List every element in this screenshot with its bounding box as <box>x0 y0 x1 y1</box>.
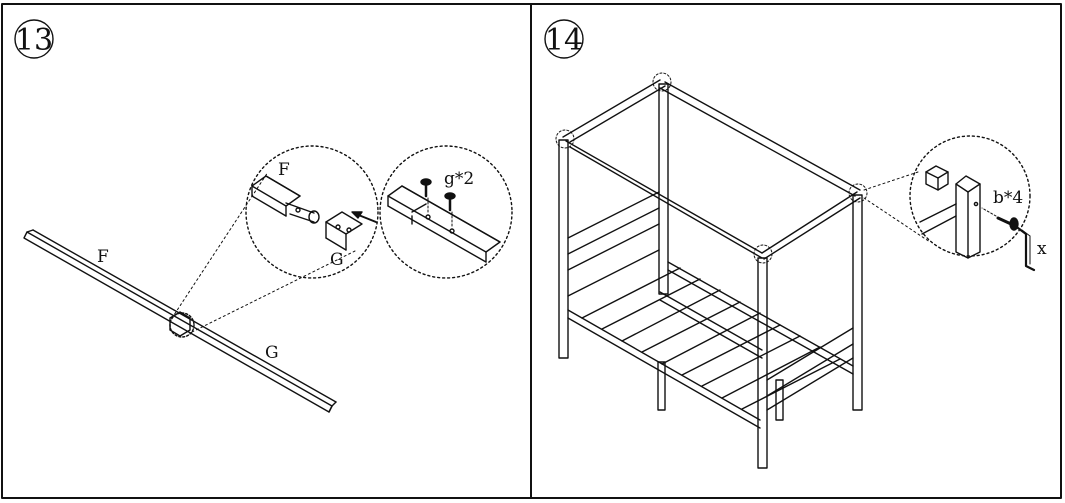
rail-joint <box>169 311 191 337</box>
screw-callout-b4: b*4 <box>993 188 1023 208</box>
joint-callout-circle <box>169 312 195 338</box>
detail1-label-g: G <box>330 250 344 270</box>
step-13-number: 13 <box>15 23 53 58</box>
detail-circle-2 <box>379 145 513 279</box>
panel-step-14: 14 <box>544 19 1047 469</box>
canopy-bed-frame <box>555 72 868 469</box>
rail-label-f: F <box>97 247 109 267</box>
rail-assembly <box>23 229 337 413</box>
screw-callout-g2: g*2 <box>444 169 474 189</box>
screw-icon <box>444 192 456 212</box>
detail1-label-f: F <box>278 160 290 180</box>
rail-body <box>23 231 333 413</box>
step-14-number: 14 <box>545 23 583 58</box>
rail-label-g: G <box>265 343 279 363</box>
screw-icon <box>996 216 1019 231</box>
step-13-circle <box>14 19 54 59</box>
step-14-circle <box>544 19 584 59</box>
panel-step-13: 13 F G <box>14 19 513 413</box>
tool-label-x: x <box>1037 239 1047 259</box>
detail-circle-1 <box>245 145 379 279</box>
hex-key-icon <box>1016 226 1036 272</box>
screw-icon <box>420 178 432 198</box>
detail-circle-post <box>909 135 1031 259</box>
